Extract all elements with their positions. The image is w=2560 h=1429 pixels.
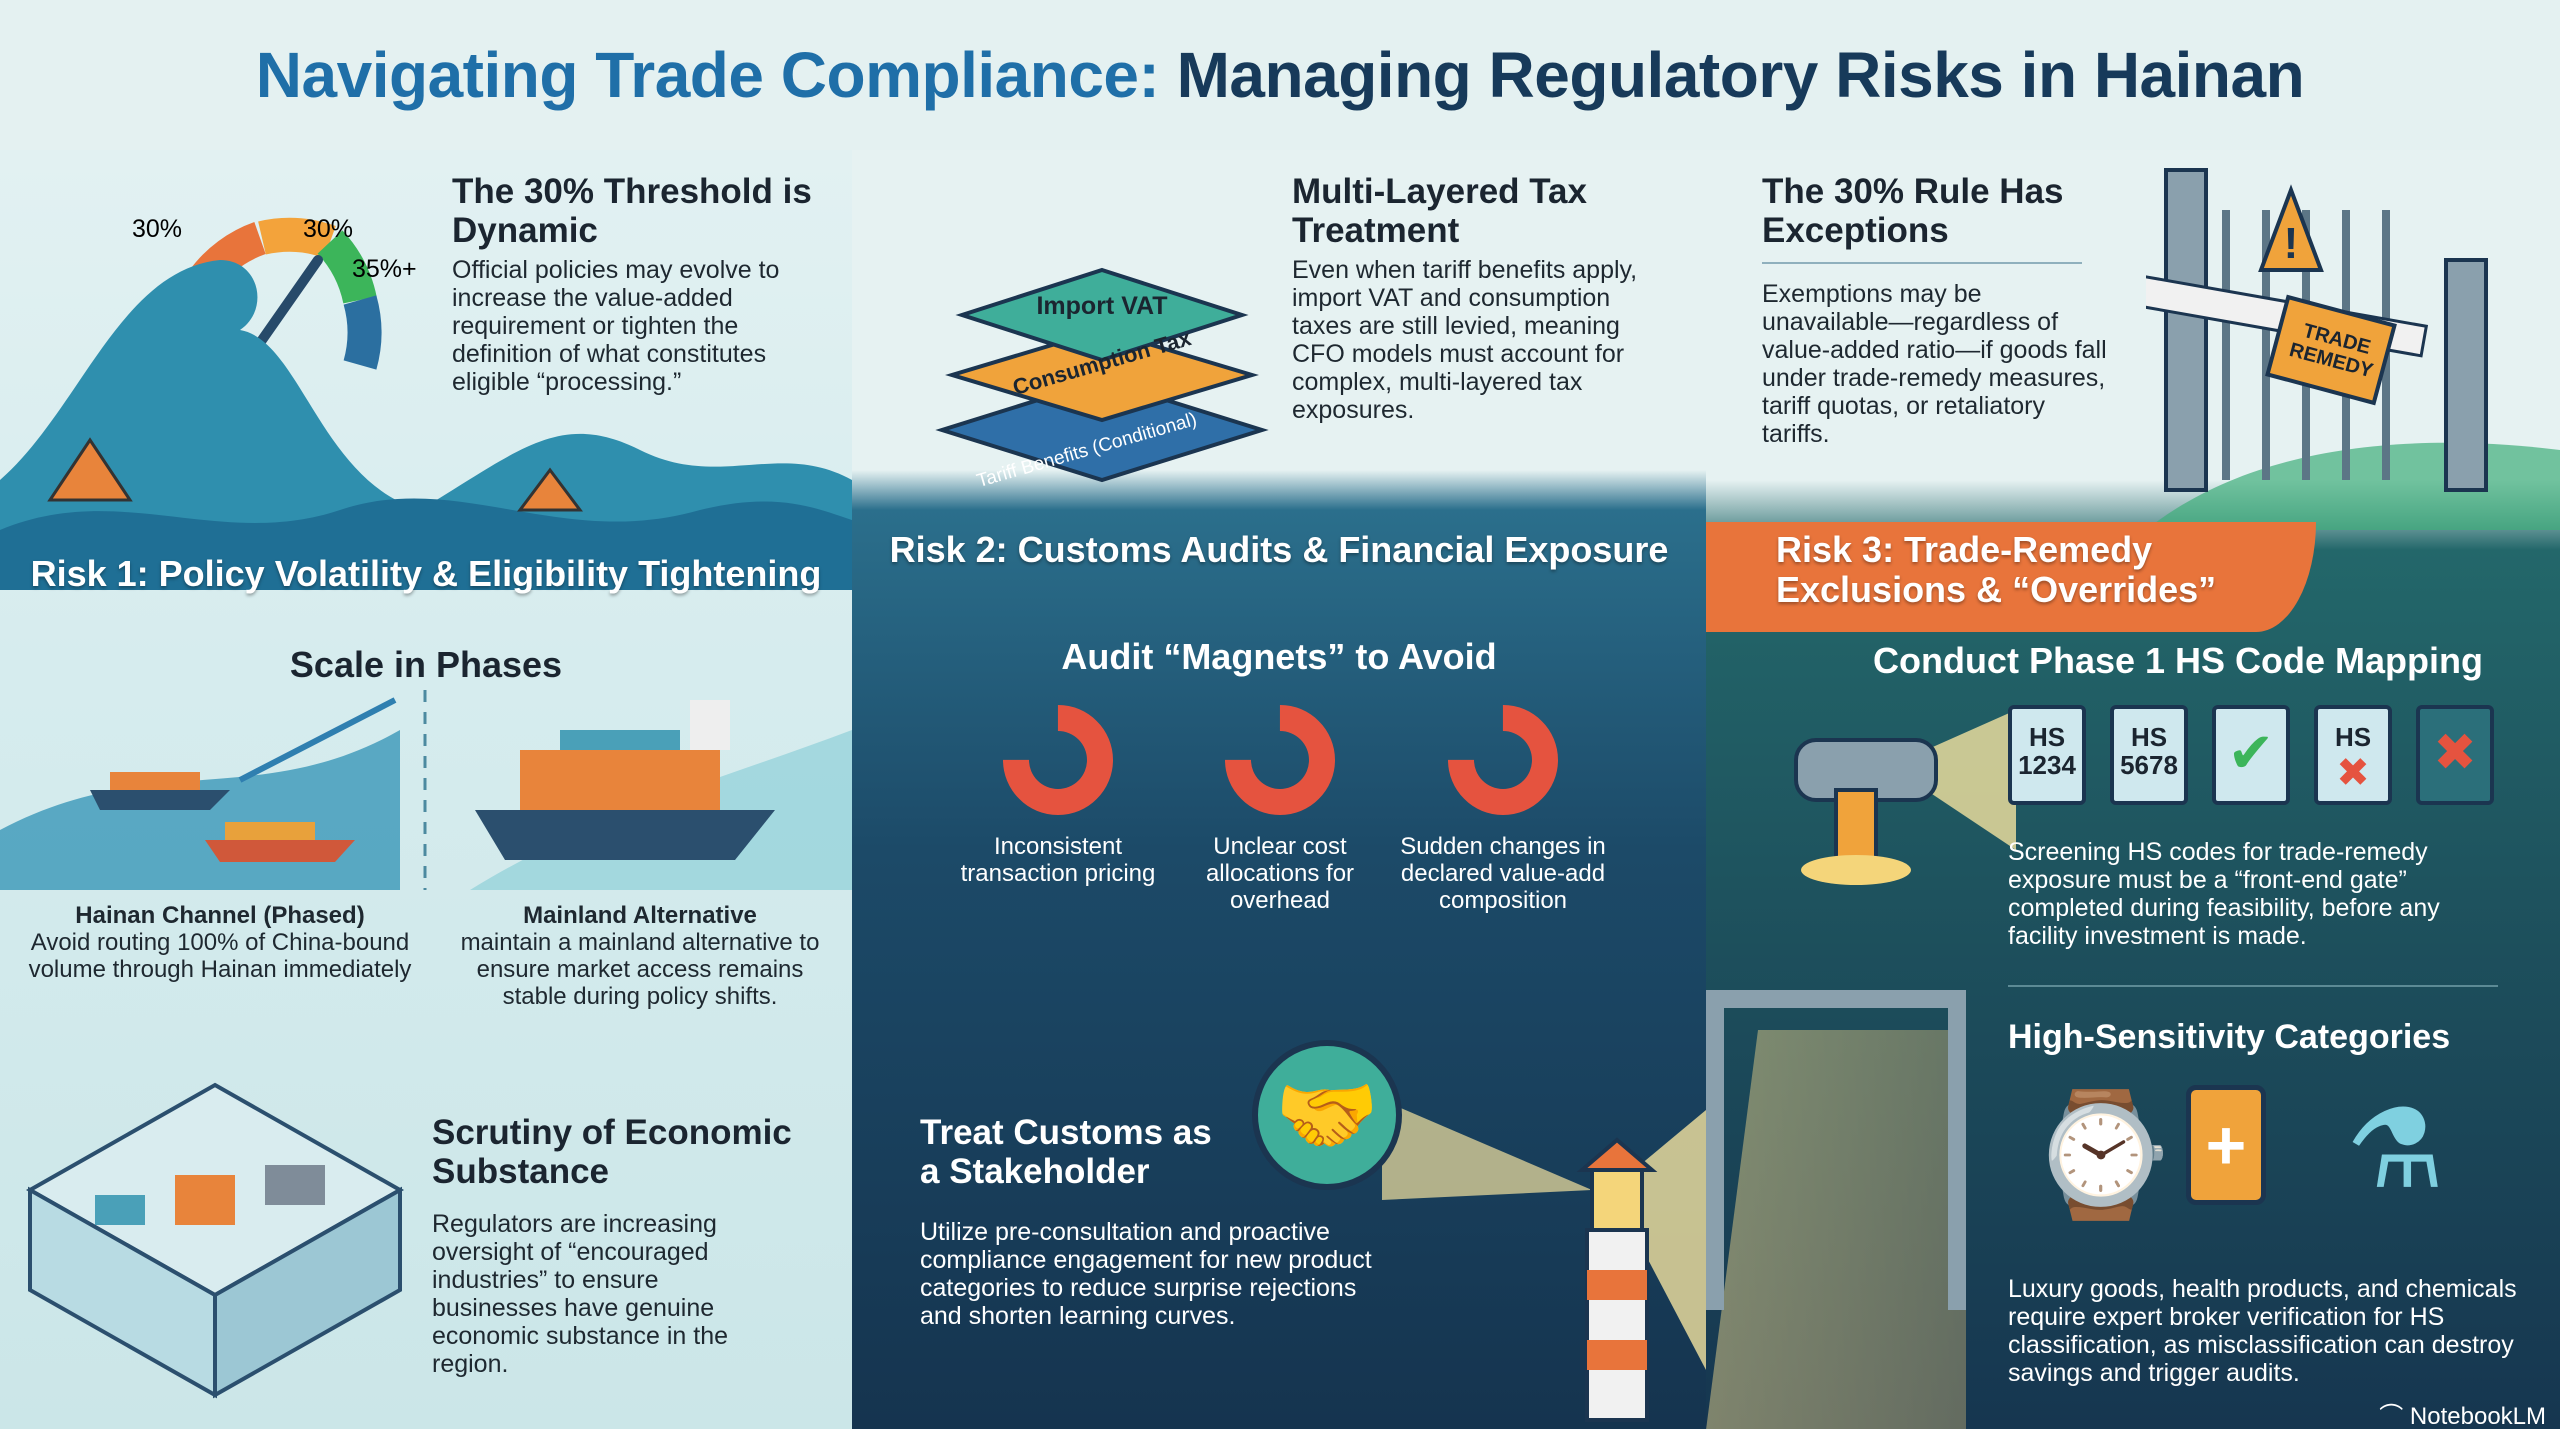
- x-icon: ✖: [2336, 751, 2370, 795]
- hainan-channel: Hainan Channel (Phased)Avoid routing 100…: [20, 902, 420, 983]
- page-title: Navigating Trade Compliance: Managing Re…: [0, 38, 2560, 112]
- sensitivity-title: High-Sensitivity Categories: [2008, 1018, 2451, 1056]
- watch-icon: ⌚: [2026, 1088, 2176, 1222]
- divider: [1762, 262, 2082, 264]
- magnet-caption: Sudden changes in declared value-add com…: [1400, 833, 1606, 914]
- screening-body: Screening HS codes for trade-remedy expo…: [2008, 838, 2440, 950]
- doorway-frame: [1706, 990, 1966, 1310]
- mainland-body: maintain a mainland alternative to ensur…: [460, 929, 820, 1010]
- hs-doc-line1: HS: [2028, 722, 2066, 752]
- hs-doc-line2: 1234: [2018, 750, 2076, 780]
- risk3-banner: [1706, 522, 2316, 632]
- threshold-heading: The 30% Threshold is Dynamic: [452, 172, 812, 250]
- magnets-title: Audit “Magnets” to Avoid: [1061, 636, 1497, 677]
- rule-body: Exemptions may be unavailable—regardless…: [1762, 280, 2107, 448]
- magnet-caption: Unclear cost allocations for overhead: [1205, 833, 1355, 914]
- hs-document-icon: HS✖: [2314, 705, 2392, 805]
- title-part2: Managing Regulatory Risks in Hainan: [1176, 39, 2305, 111]
- magnet-icon: [1202, 682, 1358, 838]
- title-part1: Navigating Trade Compliance:: [255, 39, 1160, 111]
- risk2-title: Risk 2: Customs Audits & Financial Expos…: [889, 529, 1669, 570]
- factory-office-illustration: [25, 1082, 405, 1399]
- trade-remedy-gate-illustration: !: [2146, 168, 2560, 530]
- risk3-column: ! TRADE REMEDY The 30% Rule Has Exceptio…: [1706, 150, 2560, 1429]
- risk3-title: Risk 3: Trade-Remedy Exclusions & “Overr…: [1776, 529, 2217, 610]
- gauge-label-high: 35%+: [352, 255, 417, 283]
- hs-document-icon: ✔: [2212, 705, 2290, 805]
- risk1-column: 30% 30% 35%+ The 30% Threshold is Dynami…: [0, 150, 852, 1429]
- substance-heading: Scrutiny of Economic Substance: [432, 1113, 792, 1191]
- magnet-icon: [1425, 682, 1581, 838]
- gauge-label-mid: 30%: [303, 215, 354, 243]
- magnet-caption: Inconsistent transaction pricing: [960, 833, 1156, 887]
- sensitivity-body: Luxury goods, health products, and chemi…: [2008, 1275, 2517, 1387]
- flask-icon: ⚗: [2346, 1088, 2445, 1211]
- hainan-body: Avoid routing 100% of China-bound volume…: [28, 929, 412, 983]
- hainan-heading: Hainan Channel (Phased): [75, 902, 365, 929]
- tax-heading: Multi-Layered Tax Treatment: [1292, 172, 1587, 250]
- hs-doc-line2: 5678: [2120, 750, 2178, 780]
- phases-title: Scale in Phases: [289, 644, 563, 685]
- wave-gauge-illustration: [0, 217, 852, 590]
- brand-label: NotebookLM: [2409, 1403, 2546, 1429]
- hs-doc-line1: HS: [2130, 722, 2168, 752]
- threshold-body: Official policies may evolve to increase…: [452, 256, 780, 396]
- ships-illustration: [0, 690, 852, 890]
- x-icon: ✖: [2433, 724, 2477, 782]
- handshake-icon: 🤝: [1252, 1040, 1402, 1190]
- barcode-scanner-icon: [1794, 710, 2016, 885]
- hs-document-icon: ✖: [2416, 705, 2494, 805]
- customs-body: Utilize pre-consultation and proactive c…: [920, 1218, 1372, 1330]
- tax-body: Even when tariff benefits apply, import …: [1292, 256, 1638, 424]
- layer-import-vat: Import VAT: [1036, 292, 1168, 320]
- check-icon: ✔: [2227, 721, 2275, 784]
- customs-heading: Treat Customs as a Stakeholder: [920, 1113, 1212, 1191]
- divider: [2008, 985, 2498, 987]
- hs-doc-line1: HS: [2334, 722, 2372, 752]
- notebooklm-logo-icon: ⌒: [2379, 1403, 2410, 1429]
- notebooklm-brand: ⌒ NotebookLM: [2379, 1396, 2546, 1429]
- substance-body: Regulators are increasing oversight of “…: [432, 1210, 729, 1378]
- risk1-title: Risk 1: Policy Volatility & Eligibility …: [30, 553, 822, 594]
- mapping-title: Conduct Phase 1 HS Code Mapping: [1872, 640, 2484, 681]
- svg-text:!: !: [2284, 219, 2299, 268]
- gauge-label-low: 30%: [132, 215, 183, 243]
- tax-layers-illustration: [935, 267, 1269, 483]
- lighthouse-illustration: [1382, 1100, 1706, 1422]
- magnet-icon: [980, 682, 1136, 838]
- mainland-heading: Mainland Alternative: [523, 902, 757, 929]
- rule-heading: The 30% Rule Has Exceptions: [1762, 172, 2064, 250]
- medicine-bottle-icon: +: [2186, 1085, 2266, 1205]
- risk2-column: Import VAT Consumption Tax Tariff Benefi…: [852, 150, 1706, 1429]
